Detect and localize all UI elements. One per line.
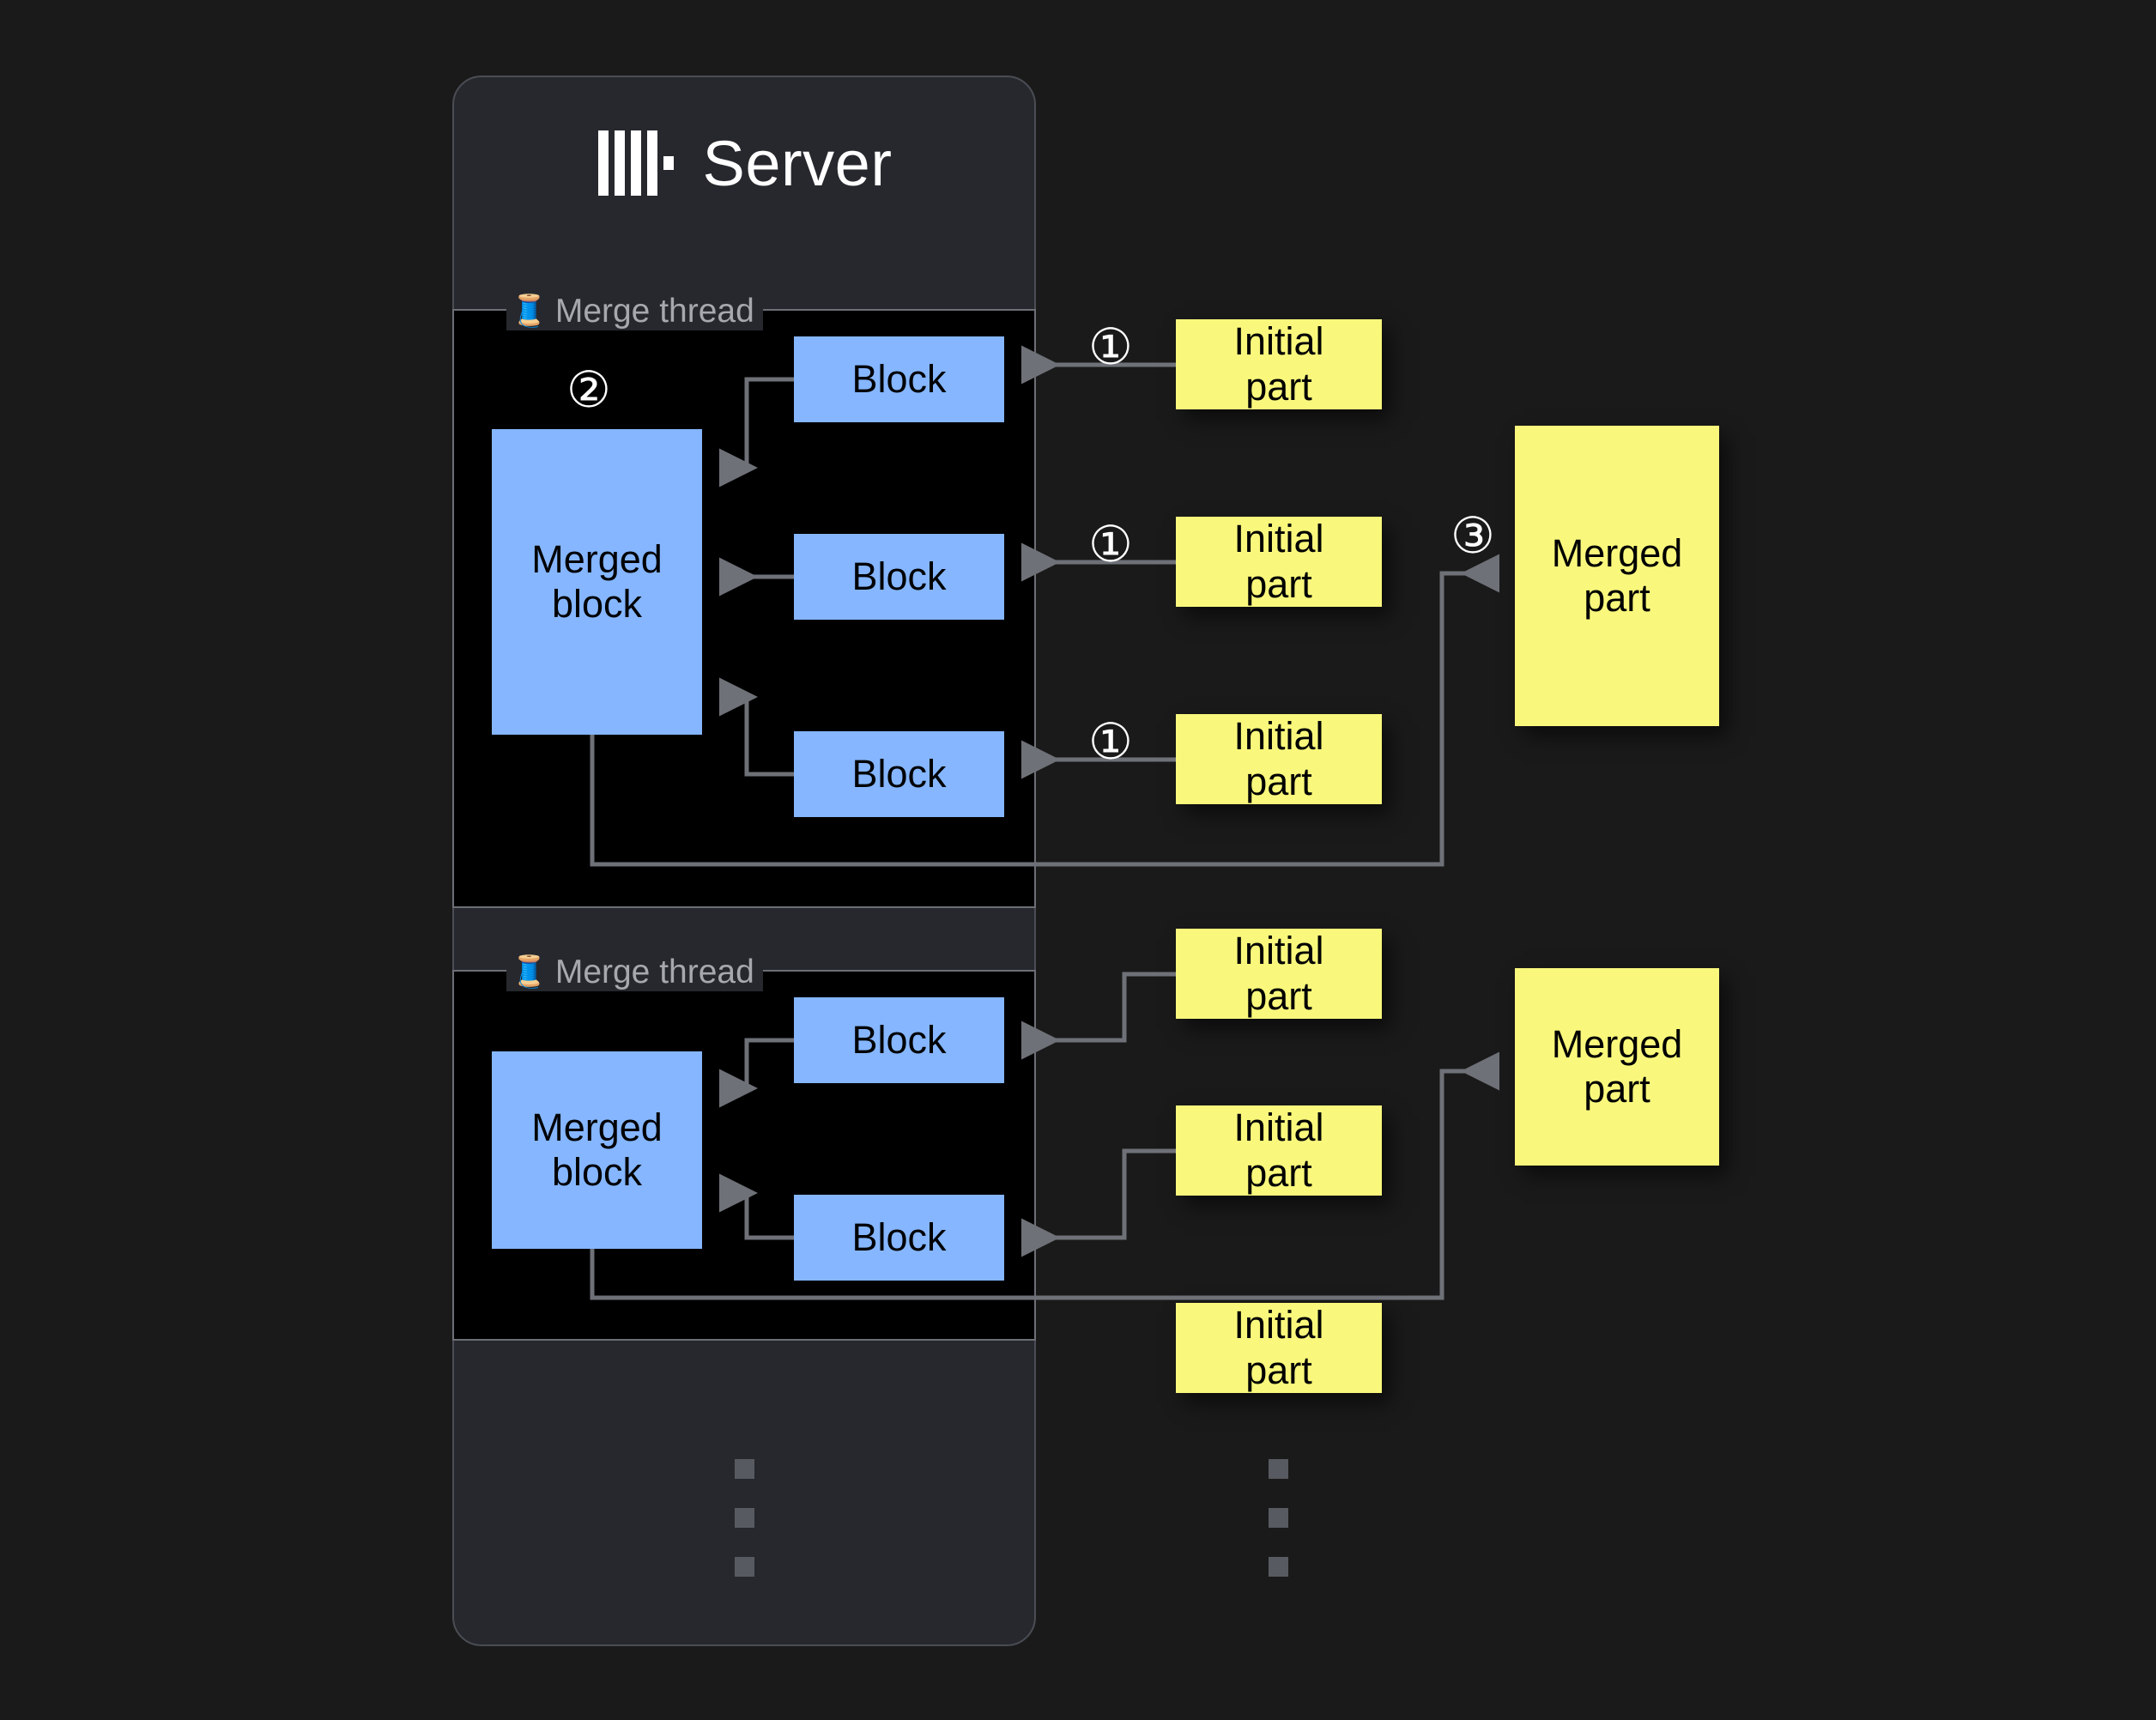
- merged-part-1-line2: part: [1584, 576, 1650, 620]
- thread-spool-icon: 🧵: [510, 954, 548, 989]
- initial-part-6: Initial part: [1176, 1303, 1382, 1393]
- initial-part-4-line2: part: [1245, 973, 1312, 1018]
- initial-part-5-line1: Initial: [1233, 1105, 1324, 1150]
- initial-part-4: Initial part: [1176, 929, 1382, 1019]
- initial-part-4-line1: Initial: [1233, 929, 1324, 973]
- block-1c-label: Block: [851, 751, 947, 796]
- initial-part-2-line2: part: [1245, 561, 1312, 606]
- initial-part-1: Initial part: [1176, 319, 1382, 409]
- clickhouse-logo-icon: [597, 130, 681, 196]
- merged-block-2-line2: block: [551, 1150, 643, 1194]
- step-marker-1b: ①: [1088, 515, 1133, 573]
- server-title-text: Server: [702, 127, 893, 199]
- wire-ip4-block2a: [1021, 972, 1176, 1060]
- initial-part-3: Initial part: [1176, 714, 1382, 804]
- block-1c: Block: [794, 731, 1004, 817]
- ellipsis-dot: [1269, 1557, 1288, 1577]
- merged-part-2: Merged part: [1515, 968, 1719, 1166]
- merge-thread-1-legend: 🧵 Merge thread: [506, 291, 763, 330]
- initial-part-1-line2: part: [1245, 364, 1312, 409]
- wire-ip5-block2b: [1021, 1148, 1176, 1257]
- initial-part-6-line2: part: [1245, 1348, 1312, 1392]
- server-column-ellipsis: [735, 1459, 754, 1577]
- initial-part-3-line2: part: [1245, 759, 1312, 803]
- initial-part-6-line1: Initial: [1233, 1303, 1324, 1348]
- initial-part-5: Initial part: [1176, 1105, 1382, 1196]
- merged-block-1-line1: Merged: [531, 536, 663, 581]
- merged-block-1: Merged block: [492, 429, 702, 735]
- merged-block-1-line2: block: [551, 582, 643, 626]
- parts-column-ellipsis: [1269, 1459, 1288, 1577]
- merge-thread-1-label: Merge thread: [554, 292, 754, 330]
- initial-part-2: Initial part: [1176, 517, 1382, 607]
- initial-part-1-line1: Initial: [1233, 319, 1324, 364]
- merge-thread-2-legend: 🧵 Merge thread: [506, 952, 763, 991]
- block-1b-label: Block: [851, 554, 947, 598]
- merge-thread-2-label: Merge thread: [554, 953, 754, 990]
- merged-block-2-line1: Merged: [531, 1105, 663, 1149]
- step-marker-1c: ①: [1088, 712, 1133, 771]
- ellipsis-dot: [735, 1459, 754, 1479]
- server-title: Server: [452, 116, 1036, 210]
- ellipsis-dot: [1269, 1459, 1288, 1479]
- block-1a-label: Block: [851, 356, 947, 401]
- step-marker-3: ③: [1450, 506, 1495, 565]
- block-2a: Block: [794, 997, 1004, 1083]
- initial-part-5-line2: part: [1245, 1150, 1312, 1195]
- initial-part-2-line1: Initial: [1233, 517, 1324, 561]
- ellipsis-dot: [735, 1508, 754, 1528]
- ellipsis-dot: [735, 1557, 754, 1577]
- merged-block-2: Merged block: [492, 1051, 702, 1249]
- block-1b: Block: [794, 534, 1004, 620]
- block-2a-label: Block: [851, 1017, 947, 1062]
- thread-spool-icon: 🧵: [510, 293, 548, 328]
- merged-part-1-line1: Merged: [1551, 530, 1683, 575]
- merged-part-1: Merged part: [1515, 426, 1719, 726]
- merged-part-2-line1: Merged: [1551, 1021, 1683, 1066]
- merged-part-2-line2: part: [1584, 1067, 1650, 1111]
- ellipsis-dot: [1269, 1508, 1288, 1528]
- step-marker-1a: ①: [1088, 318, 1133, 376]
- step-marker-2: ②: [566, 360, 611, 419]
- block-1a: Block: [794, 336, 1004, 422]
- block-2b: Block: [794, 1195, 1004, 1281]
- initial-part-3-line1: Initial: [1233, 714, 1324, 759]
- block-2b-label: Block: [851, 1214, 947, 1259]
